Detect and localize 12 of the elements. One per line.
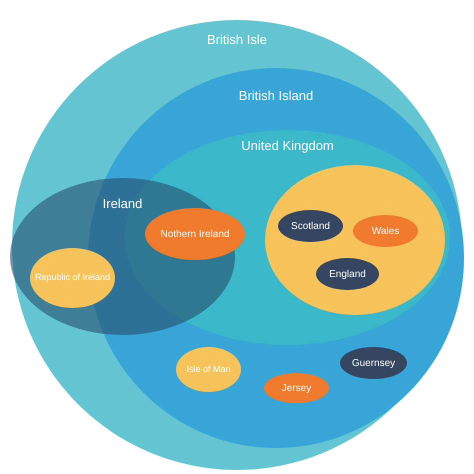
set-label: British Island: [238, 88, 314, 105]
set-label: Guernsey: [350, 356, 396, 370]
set-label: British Isle: [206, 32, 268, 49]
set-label: Isle of Man: [185, 364, 232, 376]
set-label: Scotland: [290, 220, 331, 232]
set-label: Ireland: [102, 196, 144, 213]
set-label: Wales: [370, 224, 400, 238]
set-label: England: [328, 268, 367, 280]
set-label: Jersey: [280, 382, 312, 394]
set-label: Nothern Ireland: [160, 228, 230, 240]
set-label: Republic of Ireland: [34, 272, 112, 284]
set-label: United Kingdom: [240, 138, 335, 155]
